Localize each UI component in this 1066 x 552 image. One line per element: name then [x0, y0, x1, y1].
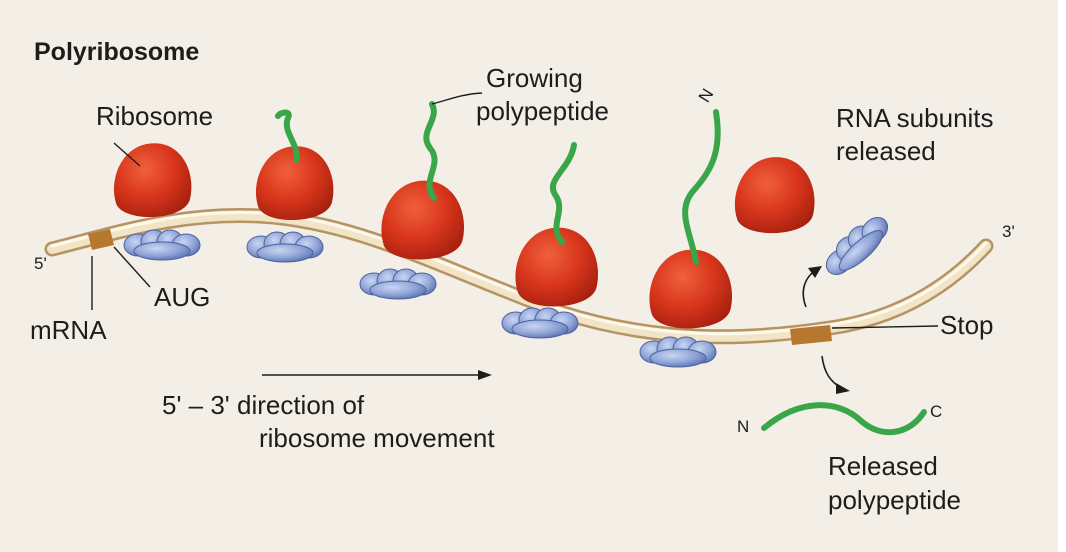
aug-codon: [88, 229, 114, 250]
ribosome-2: [246, 109, 334, 263]
growing-label-line2: polypeptide: [476, 96, 609, 126]
released-small-subunit: [818, 208, 896, 284]
rna-subunits-label-line2: released: [836, 136, 936, 166]
small-subunit: [639, 336, 717, 368]
small-subunit: [359, 268, 437, 300]
stop-label: Stop: [940, 310, 994, 340]
direction-label-line1: 5' – 3' direction of: [162, 390, 365, 420]
small-subunit: [246, 231, 324, 263]
direction-arrow: [262, 370, 492, 380]
diagram-title: Polyribosome: [34, 38, 200, 66]
polypeptide-chain: [549, 142, 577, 245]
ribosome-3: [359, 101, 465, 300]
polypeptide-chain: [682, 109, 721, 265]
released-polypeptide-label-line2: polypeptide: [828, 485, 961, 515]
small-subunit: [123, 229, 201, 261]
subunit-release-arrow: [802, 266, 822, 308]
n-released-label: N: [737, 417, 750, 436]
large-subunit: [381, 180, 465, 260]
aug-label: AUG: [154, 282, 211, 312]
ribosome-4: [501, 142, 599, 339]
mrna-label: mRNA: [30, 315, 107, 345]
large-subunit: [113, 143, 192, 218]
ribosome-5: [639, 109, 733, 368]
large-subunit: [649, 249, 733, 329]
released-polypeptide-label-line1: Released: [828, 451, 938, 481]
released-polypeptide-chain: [761, 402, 927, 436]
polypeptide-chain: [275, 109, 300, 163]
five-prime-label: 5': [34, 254, 47, 273]
three-prime-label: 3': [1002, 222, 1015, 241]
ribosome-label: Ribosome: [96, 101, 214, 131]
small-subunit: [501, 307, 579, 339]
polypeptide-release-arrow: [821, 355, 850, 394]
growing-label-line1: Growing: [486, 63, 583, 93]
leader-lines: [91, 92, 939, 329]
polypeptide-chain: [423, 101, 438, 201]
stop-codon: [790, 325, 832, 345]
mrna-strand: [44, 208, 994, 345]
c-released-label: C: [930, 402, 943, 421]
released-large-subunit: [734, 157, 815, 234]
ribosome-1: [113, 143, 201, 261]
rna-subunits-label-line1: RNA subunits: [836, 103, 994, 133]
direction-label-line2: ribosome movement: [259, 423, 495, 453]
